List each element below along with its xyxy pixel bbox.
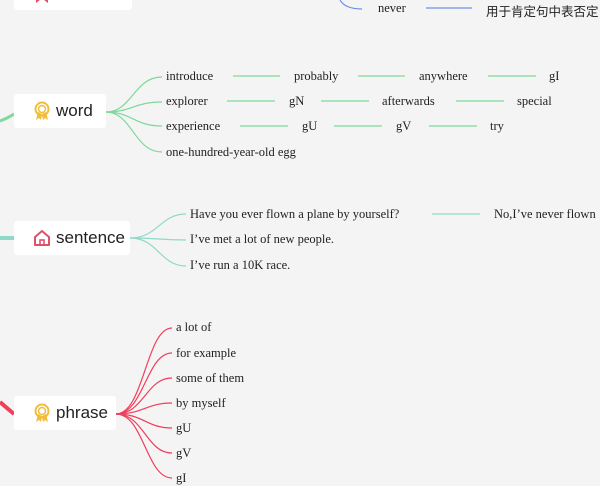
phrase-node-label: phrase	[56, 403, 108, 422]
phrase-branch-2	[115, 352, 173, 415]
sentence-item: No,I’ve never flown	[494, 207, 596, 221]
word-item: introduce	[166, 69, 214, 83]
word-branch-2	[105, 101, 163, 113]
bookmark-icon	[32, 0, 52, 3]
word-item: gN	[289, 94, 305, 108]
home-icon	[32, 228, 52, 248]
award-ribbon-icon	[32, 101, 52, 121]
word-item: experience	[166, 119, 221, 133]
phrase-node-card[interactable]: phrase	[14, 396, 116, 430]
word-item: afterwards	[382, 94, 435, 108]
award-ribbon-icon	[32, 403, 52, 423]
sentence-node-label: sentence	[56, 228, 125, 247]
phrase-item: a lot of	[176, 320, 212, 334]
sentence-item: Have you ever flown a plane by yourself?	[190, 207, 400, 221]
phrase-item: by myself	[176, 396, 226, 410]
word-item: one-hundred-year-old egg	[166, 145, 296, 159]
sentence-branch-1	[129, 213, 187, 239]
word-branch-4	[105, 111, 163, 153]
top-node-card[interactable]	[14, 0, 132, 10]
word-item: special	[517, 94, 552, 108]
word-item: probably	[294, 69, 339, 83]
sentence-node-card[interactable]: sentence	[14, 221, 130, 255]
phrase-item: gI	[176, 471, 187, 485]
word-item: gI	[549, 69, 560, 83]
phrase-item: gV	[176, 446, 192, 460]
phrase-branch-4	[115, 402, 173, 415]
top-word-never: never	[378, 1, 406, 15]
top-branch-curve	[339, 0, 363, 10]
word-item: explorer	[166, 94, 208, 108]
sentence-item: I’ve run a 10K race.	[190, 258, 291, 272]
word-branch-1	[105, 76, 163, 113]
word-item: gV	[396, 119, 412, 133]
word-item: try	[490, 119, 504, 133]
phrase-branch-6	[115, 413, 173, 454]
phrase-branch-1	[115, 327, 173, 415]
sentence-branch-3	[129, 237, 187, 267]
word-item: anywhere	[419, 69, 468, 83]
word-item: gU	[302, 119, 318, 133]
word-node-card[interactable]: word	[14, 94, 106, 128]
word-trunk-stub	[0, 112, 15, 123]
phrase-item: some of them	[176, 371, 245, 385]
phrase-item: gU	[176, 421, 192, 435]
phrase-branch-7	[115, 413, 173, 479]
phrase-trunk-stub	[0, 400, 16, 416]
phrase-branch-3	[115, 377, 173, 415]
top-note: 用于肯定句中表否定	[486, 4, 599, 19]
word-node-label: word	[56, 101, 93, 120]
sentence-item: I’ve met a lot of new people.	[190, 232, 335, 246]
phrase-item: for example	[176, 346, 237, 360]
